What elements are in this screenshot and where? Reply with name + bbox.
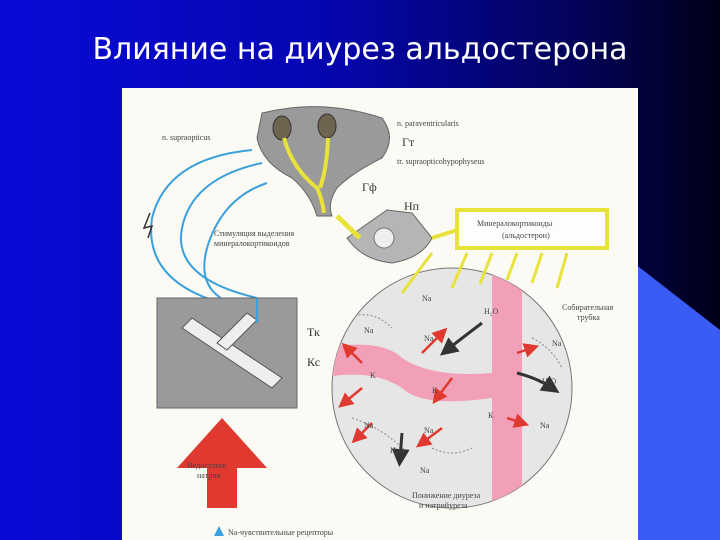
mineralocorticoid-box [455,208,609,250]
label-gt: Гт [402,135,415,149]
ion-h2o-1: H₂O [484,307,499,316]
collecting-duct [492,268,522,508]
nucleus-right [317,113,337,139]
ion-na-3: Na [424,334,434,343]
water-arrows [391,321,560,467]
ion-k-1: K [370,371,376,380]
slide-title: Влияние на диурез альдостерона [92,32,628,67]
ion-arrows-red [338,327,540,448]
nucleus-left [272,115,292,141]
ion-na-2: Na [364,326,374,335]
collecting-line2: трубка [577,313,600,322]
lightning-icon [142,212,154,239]
ion-k-2: К [432,386,438,395]
collecting-line1: Собирательная [562,303,614,312]
result-line2: и натрийуреза [419,501,468,510]
ion-na-7: Na [424,426,434,435]
ion-na-8: Na [420,466,430,475]
mineralo-box-line2: (альдостерон) [502,231,550,240]
aldosterone-arrows [450,252,569,289]
stim-line2: минералокортикоидов [214,239,290,248]
ion-na-6: Na [364,421,374,430]
result-line1: Понижение диуреза [412,491,481,500]
label-supraopticus: n. supraopticus [162,133,210,142]
ion-na-4: Na [552,339,562,348]
tract-path [282,137,330,214]
label-np: Нп [404,199,420,213]
label-paraventricularis: n. paraventricularis [397,119,459,128]
label-tk: Тк [307,325,320,339]
mineralo-box-line1: Минералокортикоиды [477,219,553,228]
ion-k-3: К [488,411,494,420]
stim-line1: Стимуляция выделения [214,229,295,238]
deficit-line1: Недостаток [187,461,226,470]
label-gf: Гф [362,180,377,194]
receptor-legend-icon [214,526,224,536]
tubule-shape [181,312,283,389]
aldosterone-diagram: n. supraopticus n. paraventricularis Гт … [122,88,638,540]
corner-accent-shape [630,260,720,540]
ion-h2o-3: H₂O [390,446,405,455]
ion-na-1: Na [422,294,432,303]
label-ks: Кс [307,355,320,369]
ion-h2o-2: H₂O [542,377,557,386]
label-tract: tr. supraopticohypophyseus [397,157,485,166]
receptor-legend-label: Na-чувствительные рецепторы [228,528,334,537]
deficit-line2: натрия [197,471,221,480]
ion-na-5: Na [540,421,550,430]
deficit-arrow [177,418,267,508]
tubule-lumen [332,344,492,402]
